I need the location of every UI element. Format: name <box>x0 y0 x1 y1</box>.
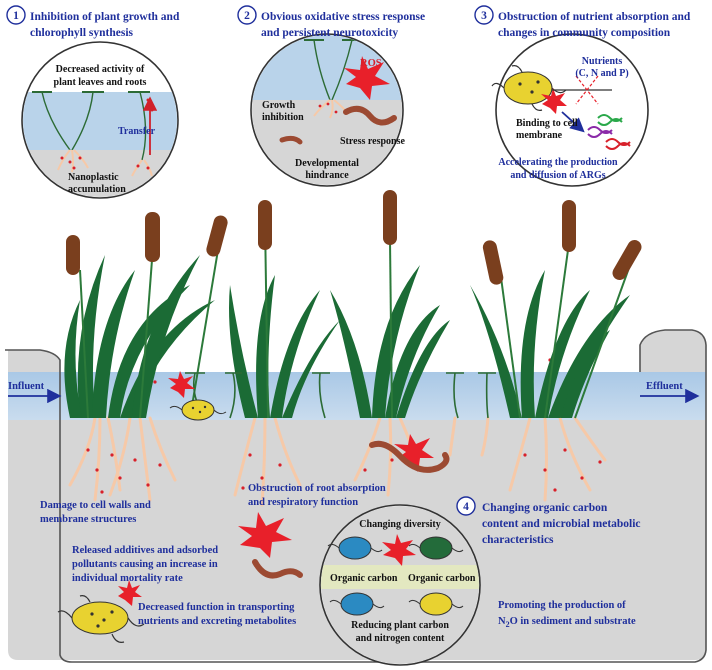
influent-label: Influent <box>8 381 45 392</box>
circle4-carbon-left: Organic carbon <box>330 573 398 584</box>
circle4-reduce: Reducing plant carbon <box>351 620 449 631</box>
panel-number-badge-4 <box>456 496 476 516</box>
circle3-arg-line2: and diffusion of ARGs <box>510 170 605 181</box>
circle1-transfer: Transfer <box>118 126 156 137</box>
circle3-nutrients: Nutrients <box>582 56 623 67</box>
arg-dna-icon <box>587 114 631 150</box>
note-damage-line2: membrane structures <box>40 514 136 525</box>
ros-burst-icon <box>238 512 292 558</box>
panel-number-badge-2 <box>237 5 257 25</box>
inset-circle-1 <box>21 41 179 199</box>
note-n2o: Promoting the production of <box>498 600 626 611</box>
worm-icon <box>252 559 303 579</box>
effluent-label: Effluent <box>646 381 683 392</box>
ros-burst-icon <box>394 434 434 472</box>
panel-2-number: 2 <box>244 10 250 22</box>
circle3-binding-line2: membrane <box>516 130 563 141</box>
panel-1-number: 1 <box>13 10 19 22</box>
circle2-stress: Stress response <box>340 136 405 147</box>
circle3-binding: Binding to cell <box>516 118 578 129</box>
note-decreased-line2: nutrients and excreting metabolites <box>138 616 296 627</box>
microbe-icon <box>327 536 464 616</box>
plant-roots <box>68 416 607 507</box>
ros-burst-icon <box>168 371 195 398</box>
note-n2o-line2: N2O in sediment and substrate <box>498 616 636 629</box>
circle2-growth: Growth <box>262 100 296 111</box>
circle3-arg: Accelerating the production <box>498 157 618 168</box>
panel-3-title-line2: changes in community composition <box>498 27 671 39</box>
panel-3-title: Obstruction of nutrient absorption and <box>498 11 691 23</box>
note-released-line2: pollutants causing an increase in <box>72 559 218 570</box>
circle1-top: Decreased activity of <box>56 64 145 75</box>
circle2-dev-line2: hindrance <box>305 170 349 181</box>
note-decreased: Decreased function in transporting <box>138 602 295 613</box>
panel-number-badge-3 <box>474 5 494 25</box>
panel-number-badge-1 <box>6 5 26 25</box>
circle4-diversity: Changing diversity <box>359 519 440 530</box>
note-released: Released additives and adsorbed <box>72 545 218 556</box>
panel-2-title-line2: and persistent neurotoxicity <box>261 27 398 39</box>
circle4-carbon-right: Organic carbon <box>408 573 476 584</box>
worm-icon <box>369 440 450 473</box>
microbe-icon <box>57 580 145 643</box>
note-damage: Damage to cell walls and <box>40 500 151 511</box>
note-released-line3: individual mortality rate <box>72 573 183 584</box>
panel-4-title: Changing organic carbon <box>482 502 608 514</box>
circle1-top-line2: plant leaves and roots <box>54 77 147 88</box>
circle2-ros: ROS <box>360 58 382 69</box>
panel-2-title: Obvious oxidative stress response <box>261 11 425 23</box>
inset-circle-3 <box>491 33 649 187</box>
floating-plants <box>185 372 496 419</box>
panel-1-title-line2: chlorophyll synthesis <box>30 27 134 39</box>
panel-3-number: 3 <box>481 10 487 22</box>
circle4-reduce-line2: and nitrogen content <box>356 633 445 644</box>
panel-4-number: 4 <box>463 501 469 513</box>
n2o-subscript: 2 <box>506 620 510 629</box>
circle2-growth-line2: inhibition <box>262 112 304 123</box>
circle1-bottom: Nanoplastic <box>68 172 119 183</box>
note-root-obstruction: Obstruction of root absorption <box>248 483 386 494</box>
cattail-plants <box>64 190 642 419</box>
microbe-icon <box>169 399 227 421</box>
n2o-prefix: N <box>498 616 506 627</box>
circle2-dev: Developmental <box>295 158 359 169</box>
panel-4-title-line2: content and microbial metabolic <box>482 518 641 530</box>
note-root-obstruction-line2: and respiratory function <box>248 497 358 508</box>
n2o-suffix: O in sediment and substrate <box>510 616 636 627</box>
circle1-bottom-line2: accumulation <box>68 184 126 195</box>
circle3-nutrients-line2: (C, N and P) <box>575 68 628 79</box>
inset-circle-4 <box>319 504 481 666</box>
panel-1-title: Inhibition of plant growth and <box>30 11 180 23</box>
panel-4-title-line3: characteristics <box>482 534 554 546</box>
